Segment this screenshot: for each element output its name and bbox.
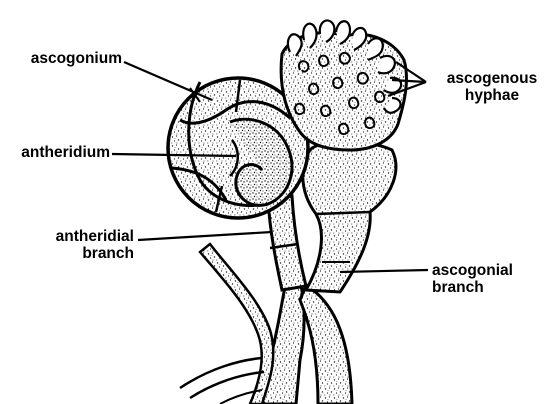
ascogonium-leader [124,62,212,100]
label-ascogenous-hyphae-line2: hyphae [432,87,552,104]
label-antheridial-branch-line1: antheridial [6,228,134,245]
label-antheridium: antheridium [6,144,110,161]
label-antheridial-branch-line2: branch [6,245,134,262]
ascogonial-branch-structure [303,141,396,292]
label-ascogonial-branch-line1: ascogonial [432,262,542,279]
antheridial-branch-leader [138,232,272,240]
label-ascogonium: ascogonium [6,50,122,67]
label-ascogenous-hyphae-line1: ascogenous [432,70,552,87]
label-ascogonial-branch-line2: branch [432,279,542,296]
ascogenous-hyphae-cluster [281,20,406,150]
main-stalk [262,282,352,404]
label-antheridial-branch: antheridial branch [6,228,134,262]
label-ascogonial-branch: ascogonial branch [432,262,542,296]
side-hyphae [180,244,273,404]
label-ascogonium-text: ascogonium [6,50,122,67]
label-antheridium-text: antheridium [6,144,110,161]
label-ascogenous-hyphae: ascogenous hyphae [432,70,552,104]
